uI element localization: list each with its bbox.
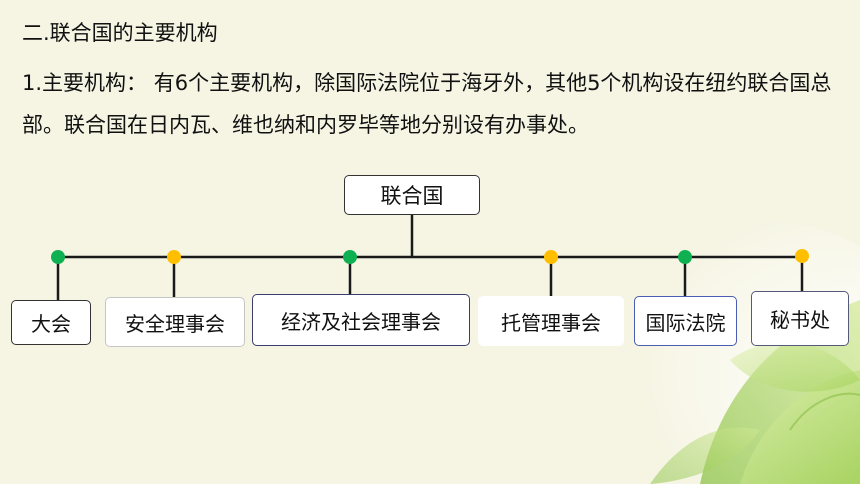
node-economic-social-council: 经济及社会理事会 xyxy=(252,294,470,346)
junction-dot xyxy=(544,250,558,264)
node-trusteeship-council: 托管理事会 xyxy=(478,296,624,346)
node-secretariat: 秘书处 xyxy=(751,291,849,346)
root-node-united-nations: 联合国 xyxy=(344,175,480,215)
junction-dot xyxy=(795,249,809,263)
intro-paragraph: 1.主要机构： 有6个主要机构，除国际法院位于海牙外，其他5个机构设在纽约联合国… xyxy=(22,71,832,137)
section-heading: 二.联合国的主要机构 xyxy=(22,21,218,45)
node-general-assembly: 大会 xyxy=(11,300,91,345)
junction-dot xyxy=(51,250,65,264)
junction-dot xyxy=(343,250,357,264)
node-international-court: 国际法院 xyxy=(634,296,737,346)
junction-dot xyxy=(167,250,181,264)
junction-dot xyxy=(678,250,692,264)
node-security-council: 安全理事会 xyxy=(105,297,245,347)
